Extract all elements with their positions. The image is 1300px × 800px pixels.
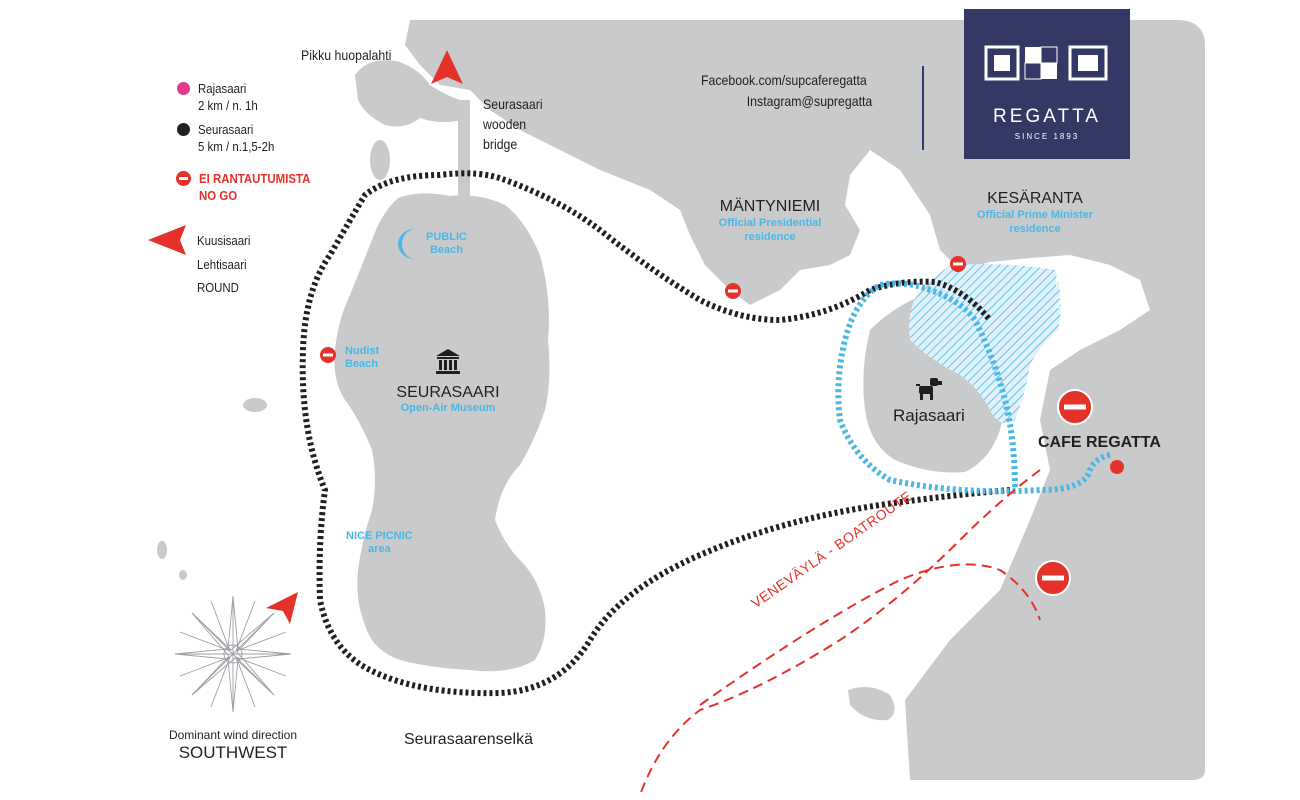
kesaranta-desc-2: residence bbox=[1009, 223, 1061, 235]
label-bridge-line3: bridge bbox=[483, 136, 518, 152]
legend-no-go-line1: EI RANTAUTUMISTA bbox=[199, 171, 311, 186]
seurasaari-island bbox=[334, 193, 550, 672]
mellow-zone-line2: ZONE bbox=[1055, 295, 1100, 312]
islet-3 bbox=[157, 541, 167, 559]
label-mellow-zone: MELLOW ZONE bbox=[1055, 272, 1124, 314]
label-bridge-line1: Seurasaari bbox=[483, 96, 543, 112]
legend-round-line1: Kuusisaari bbox=[197, 233, 251, 248]
seurasaari-name: SEURASAARI bbox=[396, 384, 500, 401]
legend-seurasaari: Seurasaari 5 km / n.1,5-2h bbox=[177, 121, 285, 155]
label-rajasaari: Rajasaari bbox=[893, 406, 965, 425]
legend-rajasaari: Rajasaari 2 km / n. 1h bbox=[177, 80, 266, 114]
wind-caption-text: Dominant wind direction bbox=[168, 728, 298, 742]
legend-round-line3: ROUND bbox=[197, 280, 239, 295]
label-kesaranta: KESÄRANTA Official Prime Minister reside… bbox=[955, 190, 1115, 236]
black-dot-icon bbox=[177, 123, 190, 136]
label-pikku-huopalahti: Pikku huopalahti bbox=[301, 47, 392, 63]
mainland bbox=[405, 20, 1205, 780]
public-beach-line2: Beach bbox=[429, 244, 463, 256]
no-go-marker-small bbox=[320, 347, 336, 363]
label-cafe-regatta: CAFE REGATTA bbox=[1038, 434, 1161, 451]
wind-arrow-icon bbox=[266, 592, 298, 624]
legend-rajasaari-detail: 2 km / n. 1h bbox=[198, 98, 258, 113]
facebook-link[interactable]: Facebook.com/supcaferegatta bbox=[701, 72, 867, 88]
label-seurasaarenselka: Seurasaarenselkä bbox=[404, 731, 533, 748]
compass-rose-icon bbox=[174, 595, 292, 713]
kesaranta-desc-1: Official Prime Minister bbox=[976, 209, 1094, 221]
legend-round-line2: Lehtisaari bbox=[197, 256, 247, 272]
cafe-regatta-point bbox=[1110, 460, 1124, 474]
logo-brand: REGATTA bbox=[993, 106, 1101, 127]
wind-caption: Dominant wind direction SOUTHWEST bbox=[155, 728, 311, 764]
regatta-logo: REGATTA SINCE 1893 bbox=[964, 9, 1130, 159]
label-bridge: Seurasaari wooden bridge bbox=[483, 94, 543, 154]
label-seurasaari: SEURASAARI Open-Air Museum bbox=[378, 384, 518, 414]
public-beach-marker bbox=[398, 228, 418, 260]
bridge-spit bbox=[458, 100, 470, 198]
legend-no-go-line2: NO GO bbox=[199, 188, 238, 203]
no-go-marker-large bbox=[1057, 389, 1093, 425]
label-mantyniemi: MÄNTYNIEMI Official Presidential residen… bbox=[700, 198, 840, 244]
mantyniemi-desc-1: Official Presidential bbox=[718, 217, 822, 229]
label-nudist-beach: Nudist Beach bbox=[345, 345, 379, 371]
no-go-marker-small bbox=[950, 256, 966, 272]
no-go-marker-large bbox=[1035, 560, 1071, 596]
label-bridge-line2: wooden bbox=[483, 116, 527, 132]
social-links: Facebook.com/supcaferegatta Instagram@su… bbox=[701, 70, 872, 112]
picnic-line1: NICE PICNIC bbox=[346, 530, 413, 542]
pink-dot-icon bbox=[177, 82, 190, 95]
label-public-beach: PUBLIC Beach bbox=[426, 231, 467, 257]
mellow-zone-line1: MELLOW bbox=[1055, 274, 1125, 291]
kesaranta-name: KESÄRANTA bbox=[987, 190, 1083, 207]
northwest-land bbox=[355, 60, 462, 127]
museum-icon bbox=[436, 349, 460, 374]
legend-rajasaari-name: Rajasaari bbox=[198, 81, 247, 96]
islet-1 bbox=[370, 140, 390, 180]
picnic-line2: area bbox=[367, 543, 391, 555]
legend-seurasaari-detail: 5 km / n.1,5-2h bbox=[198, 139, 275, 154]
nudist-beach-line1: Nudist bbox=[345, 345, 380, 357]
regatta-logo-icon bbox=[984, 45, 1108, 81]
islet-4 bbox=[179, 570, 187, 580]
no-go-icon bbox=[176, 171, 191, 186]
mantyniemi-desc-2: residence bbox=[744, 231, 796, 243]
seurasaari-desc: Open-Air Museum bbox=[400, 402, 496, 414]
legend-seurasaari-name: Seurasaari bbox=[198, 122, 254, 137]
instagram-link[interactable]: Instagram@supregatta bbox=[746, 93, 873, 109]
north-arrow-icon bbox=[431, 50, 463, 84]
south-island bbox=[848, 686, 895, 721]
boat-route-2 bbox=[699, 563, 1041, 706]
legend-no-go: EI RANTAUTUMISTA NO GO bbox=[176, 170, 326, 204]
legend-round: Kuusisaari Lehtisaari ROUND bbox=[197, 229, 250, 300]
no-go-marker-small bbox=[725, 283, 741, 299]
rajasaari-route bbox=[835, 280, 1111, 495]
label-picnic: NICE PICNIC area bbox=[346, 530, 413, 556]
mellow-zone bbox=[909, 264, 1061, 424]
nudist-beach-line2: Beach bbox=[345, 358, 379, 370]
dog-icon bbox=[916, 378, 942, 400]
logo-since: SINCE 1893 bbox=[1014, 132, 1080, 141]
seurasaari-route bbox=[299, 170, 1011, 697]
west-arrow-icon bbox=[148, 225, 186, 255]
islet-2 bbox=[243, 398, 267, 412]
boat-route-1 bbox=[639, 469, 1041, 796]
mantyniemi-name: MÄNTYNIEMI bbox=[719, 198, 821, 215]
wind-direction: SOUTHWEST bbox=[178, 743, 288, 762]
public-beach-line1: PUBLIC bbox=[426, 231, 467, 243]
